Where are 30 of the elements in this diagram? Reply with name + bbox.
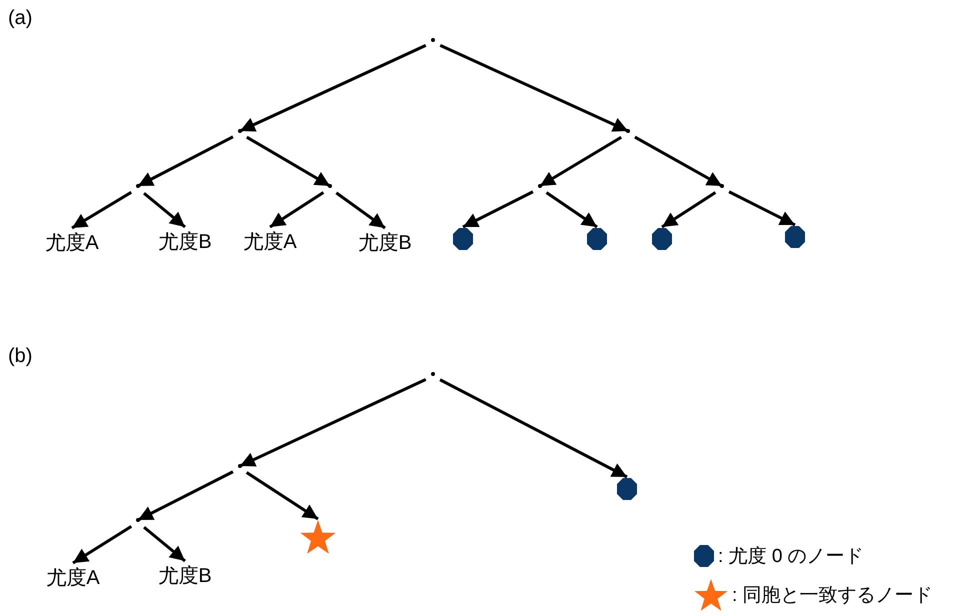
arrow	[440, 44, 629, 132]
arrow	[634, 136, 723, 188]
arrow	[462, 190, 534, 228]
legend-text: : 同胞と一致するノード	[732, 586, 933, 604]
arrow	[137, 135, 234, 188]
likelihood-label: 尤度A	[46, 568, 100, 588]
arrow	[439, 378, 628, 478]
arrow	[246, 471, 319, 520]
arrow	[143, 526, 186, 562]
arrow	[137, 470, 234, 522]
likelihood-label: 尤度B	[158, 232, 212, 252]
arrow	[246, 136, 331, 188]
arrow	[239, 44, 426, 132]
arrow	[239, 378, 426, 468]
arrow	[143, 192, 186, 228]
arrow	[335, 192, 386, 230]
arrow	[728, 190, 796, 226]
likelihood-label: 尤度A	[243, 232, 297, 252]
arrow	[269, 191, 324, 228]
arrow	[72, 525, 132, 564]
panel-label: (a)	[8, 8, 32, 28]
likelihood-label: 尤度A	[45, 233, 99, 253]
arrow	[661, 191, 716, 228]
arrow	[539, 136, 622, 188]
likelihood-label: 尤度B	[158, 566, 212, 586]
panel-label: (b)	[8, 346, 32, 366]
arrow	[546, 191, 598, 228]
likelihood-label: 尤度B	[358, 233, 412, 253]
legend-text: : 尤度 0 のノード	[718, 546, 864, 566]
arrow	[71, 191, 132, 230]
